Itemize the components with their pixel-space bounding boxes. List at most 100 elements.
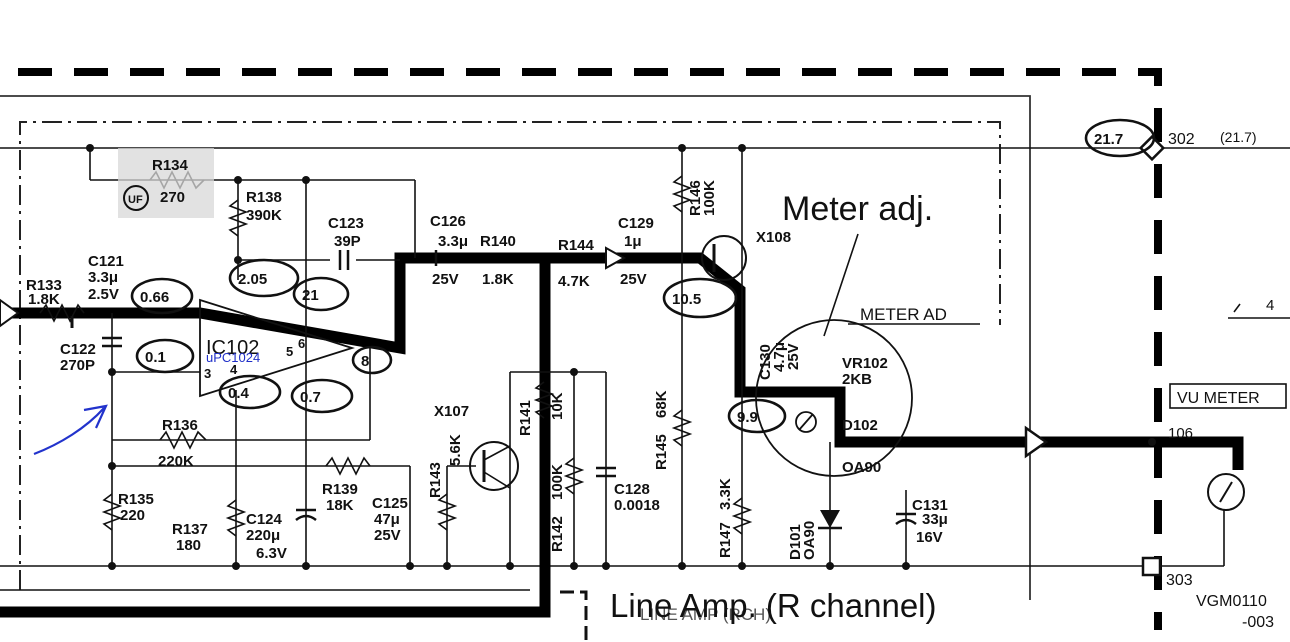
r147-resistor xyxy=(731,497,753,535)
component-label: C129 xyxy=(618,215,654,232)
vu-meter-label: VU METER xyxy=(1177,390,1260,407)
component-label: 3.3μ xyxy=(438,233,468,250)
voltage-reading: 21 xyxy=(302,287,319,304)
component-label: D101 xyxy=(787,524,804,560)
component-label: R145 xyxy=(653,434,670,470)
component-label: R144 xyxy=(558,237,595,254)
component-label: 47μ xyxy=(374,511,400,528)
voltage-reading: 8 xyxy=(361,353,369,370)
terminal-106-ref: 106 xyxy=(1168,425,1193,442)
ic-pin-5: 5 xyxy=(286,344,293,359)
terminal-303-ref: 303 xyxy=(1166,572,1193,589)
voltage-reading: 0.66 xyxy=(140,289,169,306)
test-point-ellipse xyxy=(228,258,300,298)
component-label: X107 xyxy=(434,403,469,420)
c128-capacitor xyxy=(596,466,616,478)
meter-ad-label: METER AD xyxy=(860,305,947,324)
voltage-reading: 10.5 xyxy=(672,291,701,308)
component-label: R142 xyxy=(549,516,566,552)
test-point-ellipse xyxy=(292,276,350,312)
component-label: R135 xyxy=(118,491,154,508)
terminal-302 xyxy=(1138,134,1166,162)
component-label: 1μ xyxy=(624,233,642,250)
bottom-bracket xyxy=(560,590,588,640)
component-label: R146 xyxy=(687,180,704,216)
meter-adj-annotation: Meter adj. xyxy=(782,190,933,228)
terminal-302-ref: 302 xyxy=(1168,131,1195,148)
component-label: 5.6K xyxy=(447,434,464,466)
c124-capacitor xyxy=(295,508,317,522)
test-point-ellipse xyxy=(130,277,194,315)
vu-meter-icon xyxy=(1207,473,1245,511)
voltage-reading: 2.05 xyxy=(238,271,267,288)
component-label: 1.8K xyxy=(482,271,514,288)
component-label: 100K xyxy=(701,180,718,216)
component-label: 220μ xyxy=(246,527,280,544)
component-label: 33μ xyxy=(922,511,948,528)
handwritten-arrow-icon xyxy=(33,404,108,456)
component-label: 3.3μ xyxy=(88,269,118,286)
terminal-4-lead xyxy=(1233,303,1241,313)
page-title: Line Amp. (R channel) xyxy=(610,587,937,624)
component-label: R140 xyxy=(480,233,516,250)
part-number: VGM0110 xyxy=(1196,593,1267,610)
component-label: 100K xyxy=(549,464,566,500)
component-label: 25V xyxy=(785,343,802,370)
component-label: C126 xyxy=(430,213,466,230)
component-label: R141 xyxy=(517,400,534,436)
component-label: C123 xyxy=(328,215,364,232)
title-overprint: LINE AMP (RCH) xyxy=(640,605,771,624)
test-point-ellipse xyxy=(727,398,787,434)
component-label: R136 xyxy=(162,417,198,434)
component-label: R147 xyxy=(717,522,734,558)
x107-transistor xyxy=(469,441,519,491)
test-point-ellipse xyxy=(351,345,393,375)
component-label: 6.3V xyxy=(256,545,287,562)
component-label: 68K xyxy=(653,390,670,418)
voltage-reading: 21.7 xyxy=(1094,131,1123,148)
input-arrow-icon xyxy=(0,298,20,328)
ic-pin-6: 6 xyxy=(298,336,305,351)
signal-bus xyxy=(0,252,1244,470)
component-label: C131 xyxy=(912,497,948,514)
c122-capacitor xyxy=(102,336,122,348)
r138-resistor xyxy=(227,199,249,237)
component-label: C125 xyxy=(372,495,408,512)
test-point-ellipse xyxy=(218,374,282,410)
r146-resistor xyxy=(671,175,693,213)
component-label: OA90 xyxy=(842,459,881,476)
ic-note: uPC1024 xyxy=(206,350,260,365)
ic-label: IC102 xyxy=(206,337,259,359)
terminal-302-voltage: (21.7) xyxy=(1220,129,1257,145)
component-label: R133 xyxy=(26,277,62,294)
r145-resistor xyxy=(671,409,693,447)
component-label: R134 xyxy=(152,157,189,174)
c123-capacitor xyxy=(338,250,350,270)
r144-arrow-icon xyxy=(605,246,627,270)
component-label: R143 xyxy=(427,462,444,498)
voltage-reading: 0.4 xyxy=(228,385,250,402)
test-point-ellipse xyxy=(290,378,354,414)
voltage-reading: 9.9 xyxy=(737,409,758,426)
component-label: 1.8K xyxy=(28,291,60,308)
output-arrow-icon xyxy=(1024,425,1049,459)
component-label: VR102 xyxy=(842,355,888,372)
component-label: 16V xyxy=(916,529,943,546)
r134-shaded-area xyxy=(118,148,214,218)
component-label: 220 xyxy=(120,507,145,524)
ic102-opamp xyxy=(199,298,355,398)
junctions xyxy=(86,144,1156,570)
component-label: 3.3K xyxy=(717,478,734,510)
component-label: 25V xyxy=(432,271,459,288)
test-point-ellipse xyxy=(662,277,738,319)
vu-meter-box xyxy=(1169,383,1287,409)
component-label: 2KB xyxy=(842,371,872,388)
component-label: 10K xyxy=(549,392,566,420)
r139-resistor xyxy=(325,456,371,476)
component-label: 270P xyxy=(60,357,95,374)
component-label: 2.5V xyxy=(88,286,119,303)
component-label: 25V xyxy=(374,527,401,544)
output-bus xyxy=(0,258,551,618)
ic-pin-3: 3 xyxy=(204,366,211,381)
